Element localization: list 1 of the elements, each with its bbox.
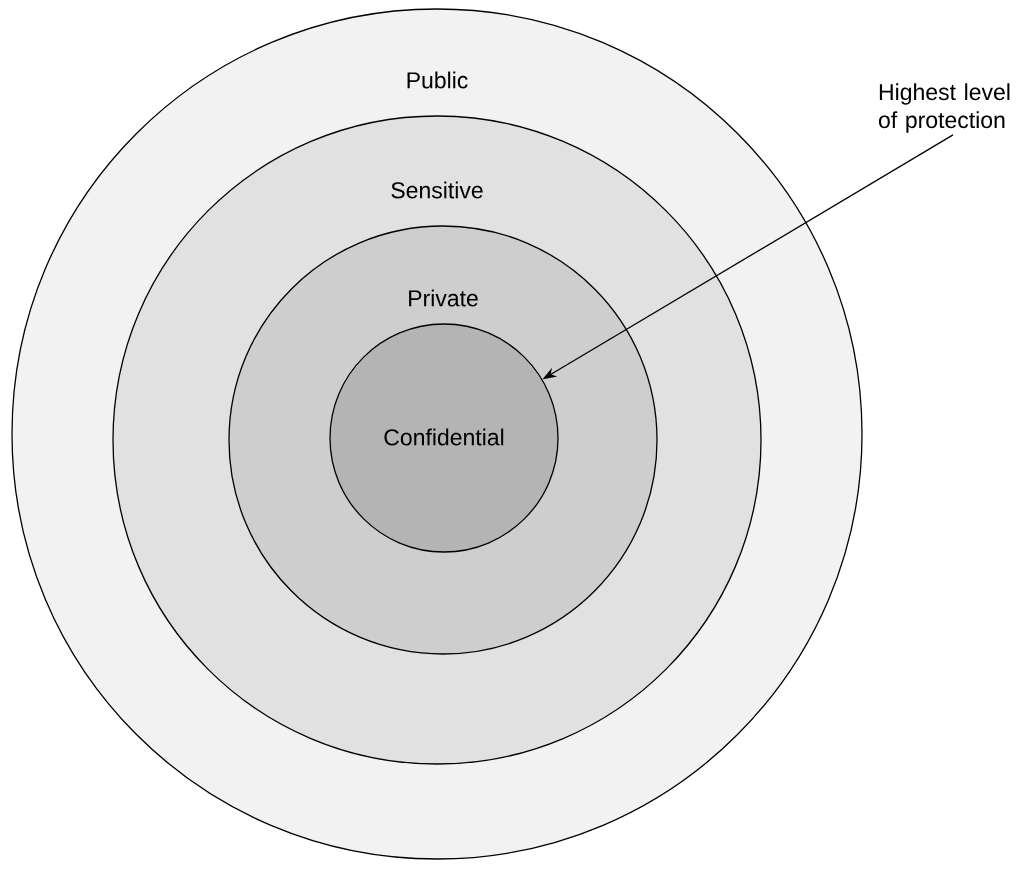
callout-text: Highest level of protection <box>879 83 1010 133</box>
